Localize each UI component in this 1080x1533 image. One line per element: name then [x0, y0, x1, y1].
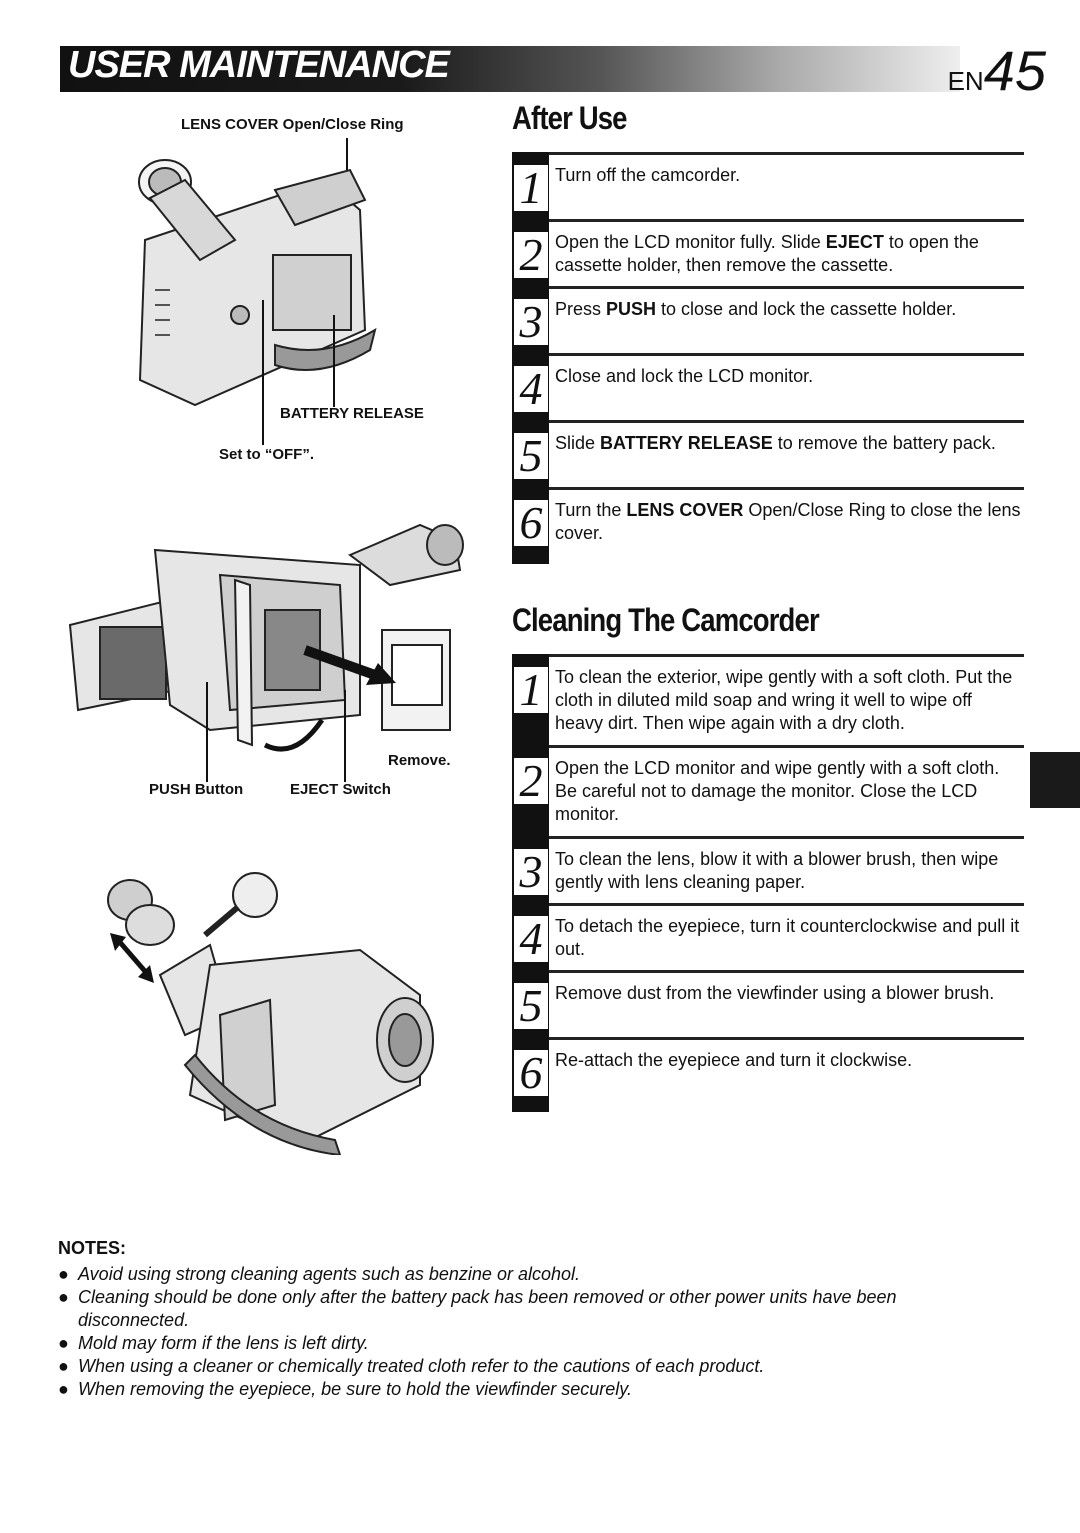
cleaning-step-3: 3 To clean the lens, blow it with a blow… [512, 836, 1024, 903]
step-number: 4 [514, 916, 548, 962]
step-text: Slide BATTERY RELEASE to remove the batt… [555, 433, 996, 453]
step-number: 6 [514, 500, 548, 546]
step-number: 5 [514, 983, 548, 1029]
note-item: ●When removing the eyepiece, be sure to … [58, 1379, 632, 1399]
bullet-icon: ● [58, 1264, 69, 1284]
step-number: 2 [514, 758, 548, 804]
after-use-step-3: 3 Press PUSH to close and lock the casse… [512, 286, 1024, 353]
note-item: ●Avoid using strong cleaning agents such… [58, 1264, 580, 1284]
callout-lens-cover: LENS COVER Open/Close Ring [181, 116, 404, 133]
bullet-icon: ● [58, 1356, 69, 1376]
note-item: ●Cleaning should be done only after the … [58, 1287, 897, 1330]
step-number: 3 [514, 849, 548, 895]
step-number: 1 [514, 667, 548, 713]
step-number: 2 [514, 232, 548, 278]
after-use-step-5: 5 Slide BATTERY RELEASE to remove the ba… [512, 420, 1024, 487]
cleaning-step-2: 2 Open the LCD monitor and wipe gently w… [512, 745, 1024, 836]
step-text: To clean the exterior, wipe gently with … [555, 667, 1013, 733]
section-tab [1030, 752, 1080, 808]
callout-line [333, 315, 335, 407]
step-text: Re-attach the eyepiece and turn it clock… [555, 1050, 913, 1070]
header-bar [60, 46, 960, 92]
step-number: 5 [514, 433, 548, 479]
cleaning-step-1: 1 To clean the exterior, wipe gently wit… [512, 654, 1024, 745]
notes-section: NOTES: ●Avoid using strong cleaning agen… [58, 1238, 1008, 1401]
cleaning-step-4: 4 To detach the eyepiece, turn it counte… [512, 903, 1024, 970]
after-use-step-1: 1 Turn off the camcorder. [512, 152, 1024, 219]
callout-line [344, 690, 346, 782]
after-use-steps: 1 Turn off the camcorder. 2 Open the LCD… [512, 152, 1024, 564]
notes-title: NOTES: [58, 1238, 127, 1258]
step-text: Open the LCD monitor and wipe gently wit… [555, 758, 1000, 824]
step-text: Turn off the camcorder. [555, 165, 741, 185]
bullet-icon: ● [58, 1379, 69, 1399]
callout-battery-release: BATTERY RELEASE [280, 405, 424, 422]
callout-push-button: PUSH Button [149, 781, 244, 798]
language-code: EN [947, 66, 984, 96]
step-text: Turn the LENS COVER Open/Close Ring to c… [555, 500, 1021, 543]
step-text: Open the LCD monitor fully. Slide EJECT … [555, 232, 979, 275]
cleaning-step-6: 6 Re-attach the eyepiece and turn it clo… [512, 1037, 1024, 1112]
page-number: EN45 [948, 38, 1046, 103]
page-number-value: 45 [983, 39, 1046, 102]
callout-line [262, 300, 264, 445]
step-text: Press PUSH to close and lock the cassett… [555, 299, 957, 319]
step-text: To clean the lens, blow it with a blower… [555, 849, 999, 892]
cleaning-title: Cleaning The Camcorder [512, 602, 820, 638]
cleaning-step-5: 5 Remove dust from the viewfinder using … [512, 970, 1024, 1037]
step-number: 4 [514, 366, 548, 412]
note-item: ●Mold may form if the lens is left dirty… [58, 1333, 369, 1353]
bullet-icon: ● [58, 1287, 69, 1307]
camcorder-illustration-eyepiece [107, 872, 434, 1155]
camcorder-illustration-cassette [68, 523, 464, 752]
page-title: USER MAINTENANCE [68, 44, 450, 86]
after-use-step-4: 4 Close and lock the LCD monitor. [512, 353, 1024, 420]
callout-set-off: Set to “OFF”. [219, 446, 314, 463]
step-text: Close and lock the LCD monitor. [555, 366, 814, 386]
step-number: 6 [514, 1050, 548, 1096]
callout-remove: Remove. [388, 752, 451, 769]
callout-eject-switch: EJECT Switch [290, 781, 391, 798]
after-use-step-6: 6 Turn the LENS COVER Open/Close Ring to… [512, 487, 1024, 564]
after-use-title: After Use [512, 100, 627, 136]
after-use-step-2: 2 Open the LCD monitor fully. Slide EJEC… [512, 219, 1024, 286]
callout-line [206, 682, 208, 782]
cleaning-steps: 1 To clean the exterior, wipe gently wit… [512, 654, 1024, 1112]
bullet-icon: ● [58, 1333, 69, 1353]
step-number: 3 [514, 299, 548, 345]
step-text: Remove dust from the viewfinder using a … [555, 983, 995, 1003]
note-item: ●When using a cleaner or chemically trea… [58, 1356, 765, 1376]
step-number: 1 [514, 165, 548, 211]
step-text: To detach the eyepiece, turn it counterc… [555, 916, 1020, 959]
camcorder-illustration-top [138, 159, 377, 407]
